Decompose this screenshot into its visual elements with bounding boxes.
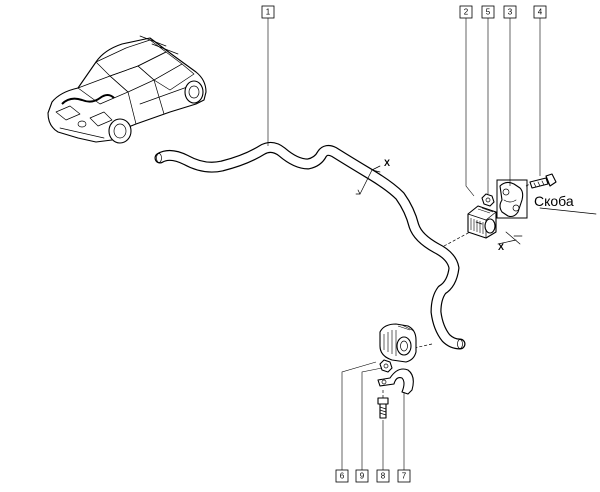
callout-6-label: 6 <box>340 472 345 481</box>
callout-4-label: 4 <box>538 8 543 17</box>
callout-2: 2 <box>459 5 473 19</box>
callout-1: 1 <box>261 5 275 19</box>
callout-2-label: 2 <box>464 8 469 17</box>
callout-8: 8 <box>376 469 390 483</box>
callout-5-label: 5 <box>486 8 491 17</box>
callout-9: 9 <box>355 469 369 483</box>
stabilizer-bar <box>154 141 466 350</box>
right-bushing-assembly: X <box>443 173 597 252</box>
car-illustration <box>47 35 207 144</box>
section-marker-right-label: X <box>498 242 504 252</box>
callout-6: 6 <box>335 469 349 483</box>
callout-7: 7 <box>397 469 411 483</box>
callout-3-label: 3 <box>508 8 513 17</box>
callout-4: 4 <box>533 5 547 19</box>
callout-3: 3 <box>503 5 517 19</box>
callout-5: 5 <box>481 5 495 19</box>
leader-lines <box>267 18 541 470</box>
callout-1-label: 1 <box>266 8 271 17</box>
callout-8-label: 8 <box>381 472 386 481</box>
lower-bushing-assembly <box>377 323 433 419</box>
bracket-annotation: Скоба <box>534 193 574 209</box>
callout-7-label: 7 <box>402 472 407 481</box>
section-marker-top-label: X <box>384 158 390 168</box>
section-marker-top: X <box>355 158 390 195</box>
callout-9-label: 9 <box>360 472 365 481</box>
